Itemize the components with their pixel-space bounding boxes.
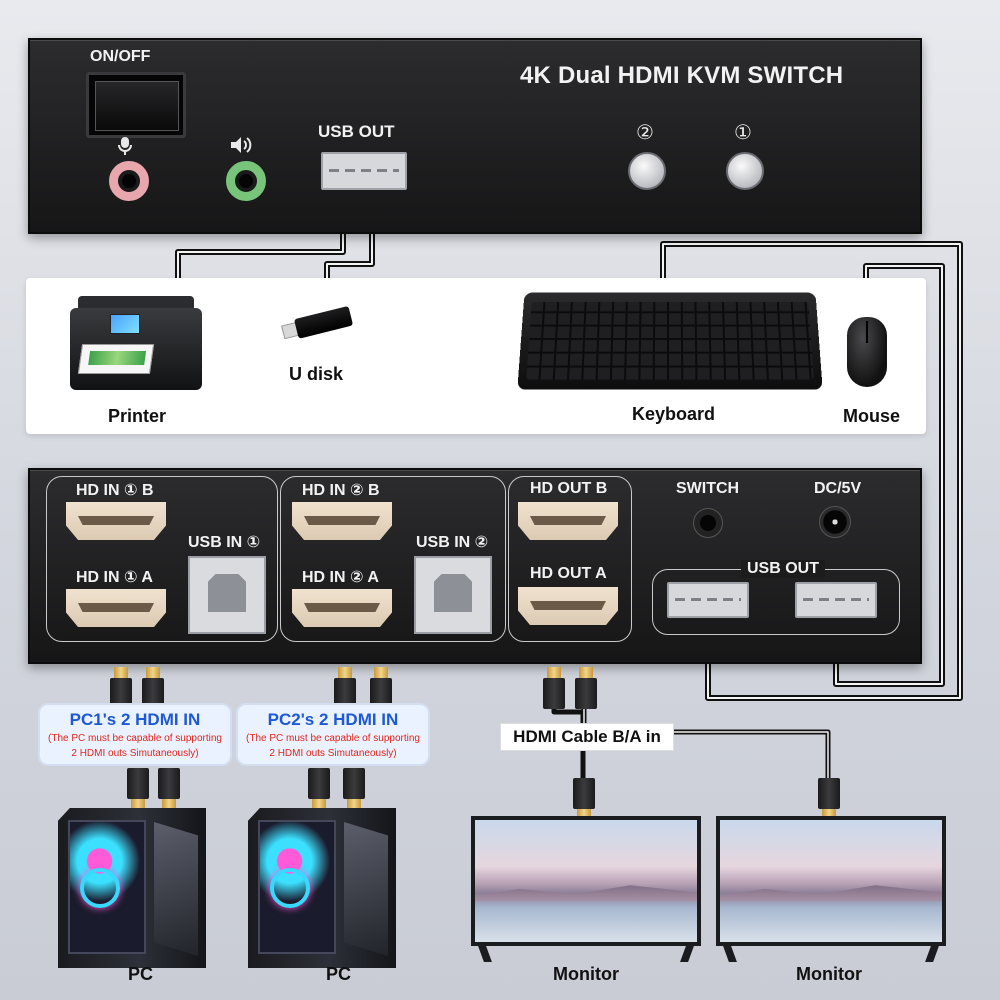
hd-out-port-group [508,476,632,642]
select-pc1-button[interactable] [726,152,764,190]
usb-in-1-port[interactable] [188,556,266,634]
usb-in-2-label: USB IN ② [416,534,489,551]
pc1-callout-title: PC1's 2 HDMI IN [69,710,201,729]
hdmi-plug-icon [543,667,565,709]
select-1-label: ① [734,122,752,144]
hdmi-plug-icon [158,768,180,810]
monitor-2-caption: Monitor [796,964,862,984]
pc2-image [248,808,396,968]
device-title: 4K Dual HDMI KVM SWITCH [520,62,844,89]
speaker-icon [230,135,252,160]
pc2-hdmi-callout: PC2's 2 HDMI IN (The PC must be capable … [236,703,430,766]
dc-power-jack[interactable] [819,506,851,538]
select-2-label: ② [636,122,654,144]
power-switch[interactable] [86,72,186,138]
speaker-jack[interactable] [226,161,266,201]
hd-in-2-b-port[interactable] [292,502,392,540]
udisk-caption: U disk [289,364,344,384]
usb-in-2-port[interactable] [414,556,492,634]
monitor-1-image [471,816,701,964]
hd-out-b-label: HD OUT B [530,480,608,497]
hd-out-a-label: HD OUT A [530,565,607,582]
switch-jack[interactable] [693,508,723,538]
microphone-icon [117,136,133,161]
pc2-caption: PC [326,964,352,984]
monitor-1-caption: Monitor [553,964,619,984]
hdmi-plug-icon [370,667,392,709]
front-usb-out-port[interactable] [321,152,407,190]
hd-out-b-port[interactable] [518,502,618,540]
pc2-callout-note-1: (The PC must be capable of supporting [246,733,420,744]
hd-in-1-a-port[interactable] [66,589,166,627]
hd-in-2-b-label: HD IN ② B [302,482,380,499]
hdmi-plug-icon [142,667,164,709]
pc2-port-group [280,476,506,642]
hdmi-plug-icon [110,667,132,709]
select-pc2-button[interactable] [628,152,666,190]
switch-label: SWITCH [676,480,740,497]
hd-in-2-a-port[interactable] [292,589,392,627]
hd-out-a-port[interactable] [518,587,618,625]
hd-in-1-b-label: HD IN ① B [76,482,154,499]
back-usb-out-port-2[interactable] [795,582,877,618]
hd-in-1-b-port[interactable] [66,502,166,540]
hdmi-plug-icon [334,667,356,709]
pc1-callout-note-2: 2 HDMI outs Simutaneously) [71,748,199,759]
monitor-2-image [716,816,946,964]
keyboard-caption: Keyboard [632,404,716,424]
pc2-callout-title: PC2's 2 HDMI IN [267,710,399,729]
hd-in-2-a-label: HD IN ② A [302,569,379,586]
hd-in-1-a-label: HD IN ① A [76,569,153,586]
back-usb-out-port-1[interactable] [667,582,749,618]
pc1-caption: PC [128,964,154,984]
front-usb-out-label: USB OUT [318,122,395,141]
mouse-image [847,317,887,387]
printer-caption: Printer [108,406,167,426]
power-switch-label: ON/OFF [90,48,151,65]
hdmi-plug-icon [343,768,365,810]
pc1-port-group [46,476,278,642]
hdmi-plug-icon [308,768,330,810]
hdmi-plug-icon [127,768,149,810]
pc1-callout-note-1: (The PC must be capable of supporting [48,733,222,744]
keyboard-image [517,292,823,390]
hdmi-plug-icon [818,778,840,820]
back-usb-out-label: USB OUT [741,560,825,578]
pc1-image [58,808,206,968]
hdmi-plug-icon [575,667,597,709]
pc2-callout-note-2: 2 HDMI outs Simutaneously) [269,748,397,759]
dc-label: DC/5V [814,480,862,497]
usb-in-1-label: USB IN ① [188,534,261,551]
hdmi-plug-icon [573,778,595,820]
microphone-jack[interactable] [109,161,149,201]
printer-image [66,292,206,396]
pc1-hdmi-callout: PC1's 2 HDMI IN (The PC must be capable … [38,703,232,766]
mouse-caption: Mouse [843,406,901,426]
hdmi-cable-label: HDMI Cable B/A in [500,723,674,751]
